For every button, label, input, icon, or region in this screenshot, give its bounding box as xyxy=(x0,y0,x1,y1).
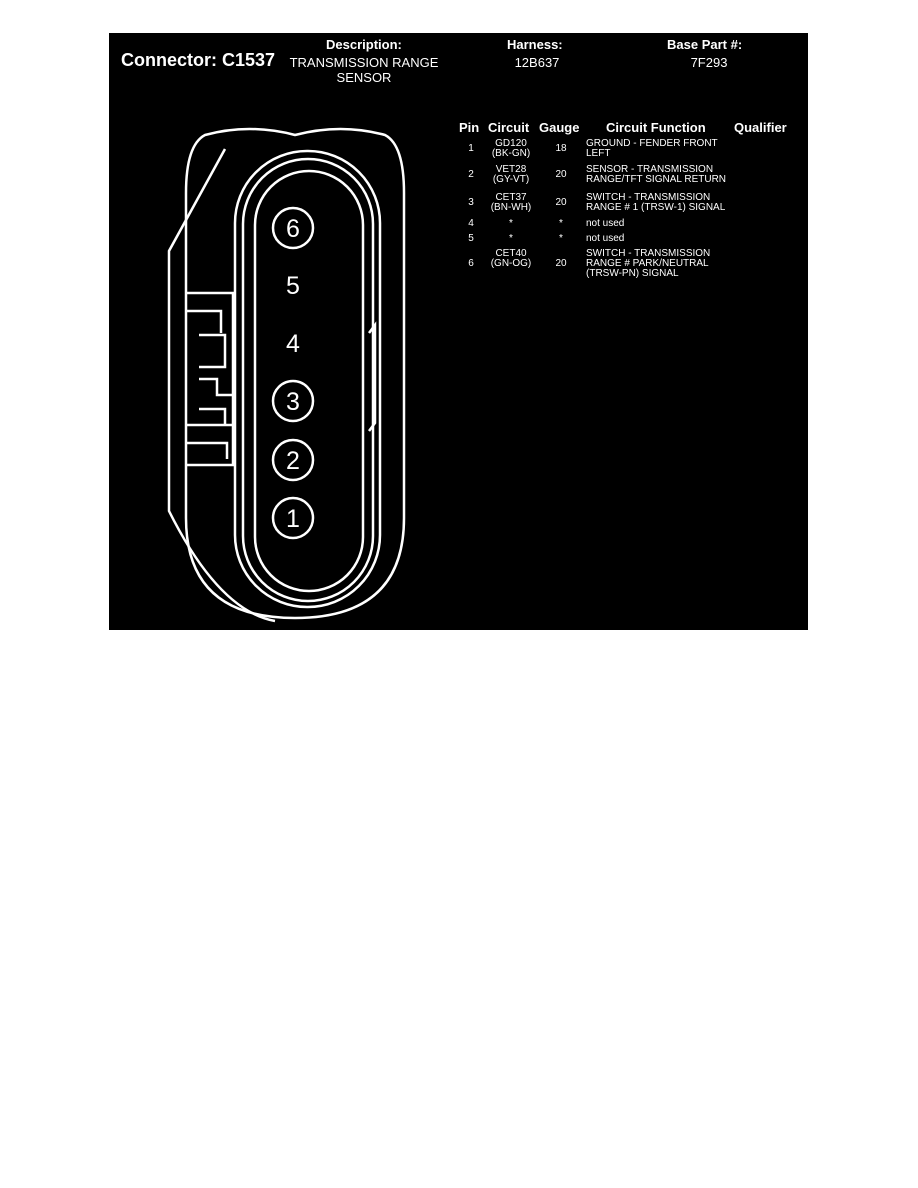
pin-3-ring xyxy=(271,379,315,423)
harness-value: 12B637 xyxy=(514,55,560,70)
cell-pin: 6 xyxy=(468,258,474,269)
cell-pin: 1 xyxy=(468,143,474,154)
column-header-circuit: Circuit xyxy=(488,120,530,135)
cell-circuit-function: LEFT xyxy=(586,148,611,159)
cell-pin: 2 xyxy=(468,169,474,180)
description-value-line1: TRANSMISSION RANGE xyxy=(289,55,439,70)
cell-circuit: CET40 xyxy=(495,248,527,259)
housing-left-skirt xyxy=(167,148,276,623)
column-header-circuit-function: Circuit Function xyxy=(606,120,706,135)
cell-circuit-function: SWITCH - TRANSMISSION xyxy=(586,192,711,203)
connector-label: Connector: C1537 xyxy=(121,50,276,70)
cell-gauge: 18 xyxy=(555,143,567,154)
description-value-line2: SENSOR xyxy=(336,70,392,85)
pin-6-ring xyxy=(271,206,315,250)
base-part-value: 7F293 xyxy=(690,55,728,70)
cell-circuit-function: RANGE/TFT SIGNAL RETURN xyxy=(586,174,727,185)
cell-gauge: * xyxy=(559,233,563,244)
cell-pin: 3 xyxy=(468,197,474,208)
pin-6-label: 6 xyxy=(286,215,300,243)
pin-4-label: 4 xyxy=(286,330,300,358)
pin-2-label: 2 xyxy=(286,447,300,475)
connector-face-drawing: 6 5 4 3 2 1 xyxy=(167,127,406,623)
housing-outer-outline xyxy=(184,127,406,620)
locking-tab-line-b xyxy=(199,333,227,369)
column-header-pin: Pin xyxy=(459,120,480,135)
cell-circuit: (BN-WH) xyxy=(490,202,532,213)
housing-ring-middle xyxy=(241,157,375,603)
cell-circuit: VET28 xyxy=(495,164,527,175)
cell-circuit-function: (TRSW-PN) SIGNAL xyxy=(586,268,679,279)
cell-gauge: 20 xyxy=(555,169,567,180)
housing-ring-outer xyxy=(233,149,382,609)
cell-circuit-function: RANGE # 1 (TRSW-1) SIGNAL xyxy=(586,202,726,213)
cell-circuit: (BK-GN) xyxy=(491,148,531,159)
base-part-label: Base Part #: xyxy=(667,37,743,52)
cell-gauge: 20 xyxy=(555,197,567,208)
cell-circuit: GD120 xyxy=(495,138,527,149)
cell-circuit-function: not used xyxy=(586,218,625,229)
pin-3-label: 3 xyxy=(286,388,300,416)
column-header-qualifier: Qualifier xyxy=(734,120,787,135)
pin-2-ring xyxy=(271,438,315,482)
cell-gauge: * xyxy=(559,218,563,229)
locking-tab-line-f xyxy=(185,441,229,459)
cell-circuit: * xyxy=(509,218,513,229)
column-header-gauge: Gauge xyxy=(539,120,580,135)
cell-gauge: 20 xyxy=(555,258,567,269)
locking-tab-outline xyxy=(185,291,235,467)
cell-circuit-function: not used xyxy=(586,233,625,244)
cell-pin: 4 xyxy=(468,218,474,229)
harness-label: Harness: xyxy=(507,37,563,52)
pin-1-ring xyxy=(271,496,315,540)
housing-ring-inner xyxy=(253,169,365,593)
cell-circuit: * xyxy=(509,233,513,244)
cell-circuit-function: SENSOR - TRANSMISSION xyxy=(586,164,714,175)
cell-circuit-function: GROUND - FENDER FRONT xyxy=(586,138,718,149)
cell-circuit: (GY-VT) xyxy=(492,174,530,185)
locking-tab-line-a xyxy=(185,309,223,333)
locking-tab-line-d xyxy=(199,407,227,425)
pin-5-label: 5 xyxy=(286,272,300,300)
locking-tab-line-c xyxy=(199,377,233,397)
pin-layer: 6 5 4 3 2 1 xyxy=(271,206,315,540)
cell-pin: 5 xyxy=(468,233,474,244)
pin-1-label: 1 xyxy=(286,505,300,533)
connector-diagram-panel: Connector: C1537 Description: TRANSMISSI… xyxy=(109,33,808,630)
description-label: Description: xyxy=(326,37,402,52)
cell-circuit: (GN-OG) xyxy=(490,258,532,269)
cell-circuit-function: SWITCH - TRANSMISSION xyxy=(586,248,711,259)
right-latch-ridge xyxy=(368,321,377,432)
cell-circuit: CET37 xyxy=(495,192,527,203)
cell-circuit-function: RANGE # PARK/NEUTRAL xyxy=(586,258,709,269)
